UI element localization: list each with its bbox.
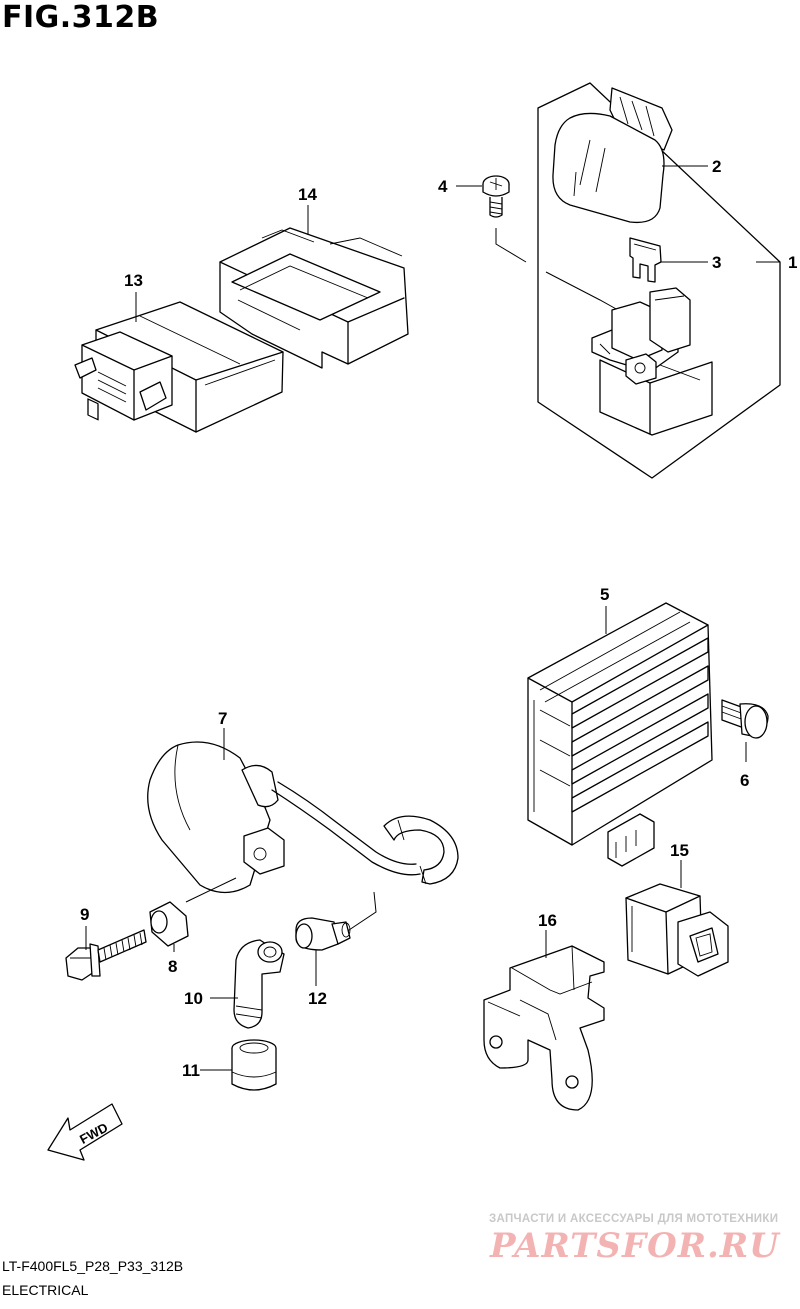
relay-body <box>591 287 713 436</box>
footer-section-name: ELECTRICAL <box>2 1282 89 1298</box>
part-label-2: 2 <box>712 157 721 176</box>
part-label-9: 9 <box>80 905 89 924</box>
part-label-5: 5 <box>600 585 609 604</box>
part-label-6: 6 <box>740 771 749 790</box>
part-7-ignition-coil <box>147 741 459 933</box>
part-15-connector <box>625 883 729 977</box>
watermark-brand: PARTSFOR.RU <box>490 1226 780 1266</box>
part-label-8: 8 <box>168 957 177 976</box>
part-11-cap-rubber <box>231 1039 277 1091</box>
part-label-12: 12 <box>308 989 327 1008</box>
part-8-collar <box>149 901 189 952</box>
part-2-relay-cover <box>552 87 673 224</box>
part-label-15: 15 <box>670 841 689 860</box>
part-number-labels: 1 2 3 4 5 6 7 8 9 10 11 12 13 14 15 16 <box>80 157 797 1080</box>
part-12-cap-seal <box>295 917 351 951</box>
part-label-14: 14 <box>298 185 317 204</box>
part-13-ecm-unit <box>74 301 284 433</box>
part-label-11: 11 <box>182 1061 200 1080</box>
part-label-13: 13 <box>124 271 143 290</box>
footer-diagram-code: LT-F400FL5_P28_P33_312B <box>2 1258 184 1274</box>
part-label-4: 4 <box>438 177 448 196</box>
part-9-bolt <box>65 929 147 981</box>
part-6-bolt <box>721 699 769 762</box>
part-14-ecm-holder <box>219 227 409 369</box>
part-3-fuse <box>629 237 662 283</box>
part-label-3: 3 <box>712 253 721 272</box>
figure-title: FIG.312B <box>2 0 160 35</box>
part-16-bracket <box>483 945 605 1111</box>
part-10-plug-cap <box>233 939 285 1029</box>
part-label-10: 10 <box>184 989 203 1008</box>
watermark-tagline: ЗАПЧАСТИ И АКСЕССУАРЫ ДЛЯ МОТОТЕХНИКИ <box>489 1213 779 1225</box>
part-5-regulator-rectifier <box>527 602 713 867</box>
part-label-7: 7 <box>218 709 227 728</box>
part-label-16: 16 <box>538 911 557 930</box>
leader-lines <box>85 165 780 1071</box>
fwd-direction-arrow: FWD <box>47 1103 123 1161</box>
part-label-1: 1 <box>788 253 797 272</box>
part-4-screw <box>482 175 619 311</box>
